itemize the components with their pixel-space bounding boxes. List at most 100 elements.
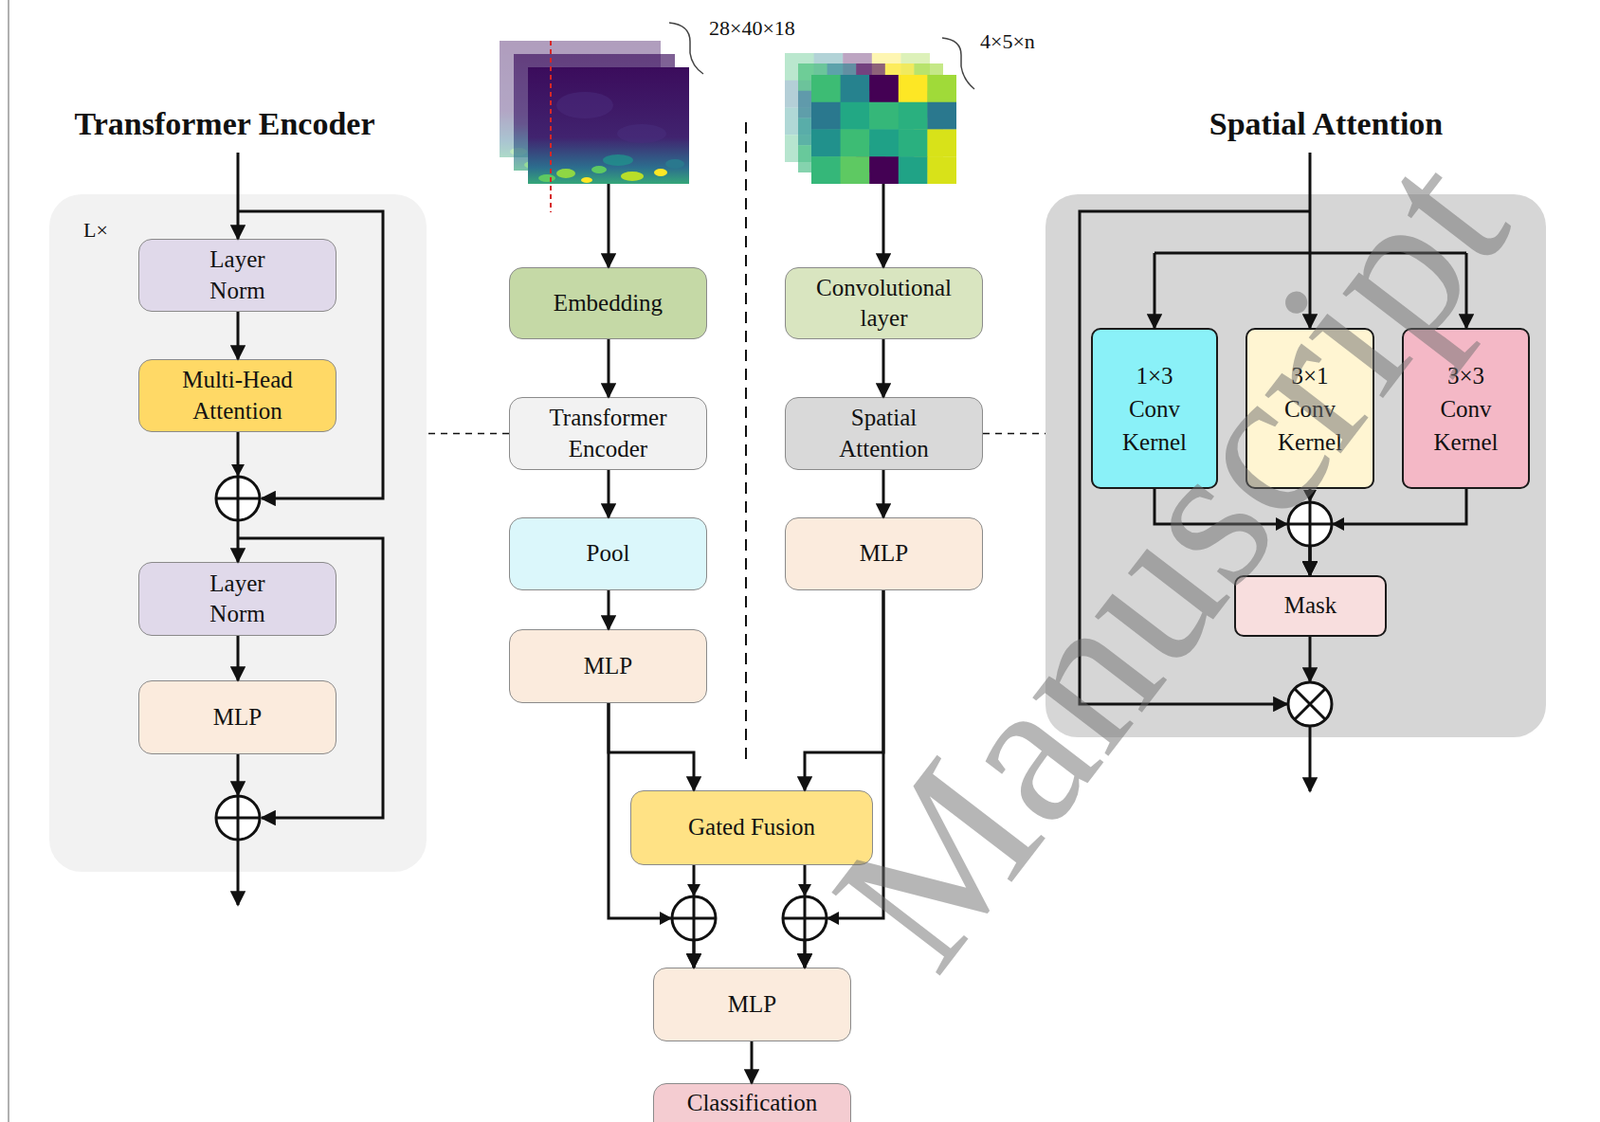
output-arrow [1309,726,1312,792]
norm-box: Layer Norm [138,562,337,637]
output-arrow [236,839,240,906]
encoder-box: Transformer Encoder [509,397,708,471]
box-label: MLP [859,538,909,570]
arrowheads [231,464,1345,926]
arrowhead [1303,490,1317,503]
box-label: 3×1 Conv Kernel [1272,359,1348,459]
dimension-label: 4×5×n [980,29,1036,55]
flow-arrow [1309,489,1467,576]
adder-symbol [782,896,827,941]
flow-arrow [804,590,884,968]
output-box: Classification [653,1083,852,1122]
adder-symbol [782,896,827,941]
operator-symbols [216,476,1332,941]
box-label: MLP [213,702,262,734]
flow-arrow [607,470,611,518]
fusion-box: Gated Fusion [630,790,873,866]
arrowhead [687,884,701,897]
arrowhead [659,911,673,926]
encoder-panel: Transformer EncoderL×Layer NormMulti-Hea… [49,194,427,873]
box-label: Transformer Encoder [527,402,690,465]
adder-symbol [216,796,260,840]
branch-divider [745,122,747,761]
attention-panel: Spatial Attention1×3 Conv Kernel3×1 Conv… [1045,194,1546,738]
adder-symbol [216,796,260,840]
wire [236,754,240,796]
detail-link [982,433,1046,436]
conv-box: Convolutional layer [784,267,983,340]
dimension-bracket [669,22,704,74]
branch-wire [1154,252,1467,255]
attention-box: Multi-Head Attention [138,359,337,433]
connector-group [237,311,1467,1084]
multiply-symbol [1288,682,1332,727]
adder-symbol [1288,502,1332,546]
box-label: Spatial Attention [808,402,961,465]
flow-arrow [750,1041,754,1084]
adder-symbol [672,896,716,941]
flow-arrow [1154,489,1310,576]
spectrogram-image [527,67,690,184]
mlp-box: MLP [509,629,708,704]
dimension-label: 28×40×18 [709,16,796,41]
box-label: Pool [586,538,631,570]
box-label: Layer Norm [181,244,295,307]
box-label: Layer Norm [181,568,295,631]
flow-arrow [882,470,886,518]
mask-box: Mask [1234,575,1387,637]
branch-wire [1153,253,1157,328]
detail-link [426,433,510,436]
adder-symbol [216,476,260,521]
flow-arrow [236,432,240,563]
flow-arrow [803,865,807,968]
skip-wire [1079,211,1310,705]
residual-wire [237,538,383,819]
box-label: MLP [583,651,633,683]
wires [237,152,1467,906]
flow-arrow [607,339,611,398]
box-label: Gated Fusion [688,812,816,844]
panel-heading: Spatial Attention [1089,105,1564,144]
norm-box: Layer Norm [138,238,337,312]
flow-arrow [608,703,694,968]
flow-arrow [1309,489,1312,576]
repeat-label: L× [83,217,109,245]
multiply-symbol [1294,689,1326,720]
feature-grid [811,74,957,184]
dimension-bracket [942,37,975,90]
flow-arrow [607,590,611,630]
input-arrow [236,152,240,239]
adder-symbol [216,476,260,521]
spectrogram-stack [499,40,690,213]
mlp-box: MLP [653,967,852,1042]
arrowhead [231,464,245,477]
input-arrow [882,183,886,268]
embedding-box: Embedding [509,267,708,340]
input-arrow [1309,152,1312,328]
mlp-box: MLP [138,680,337,755]
box-label: MLP [727,989,777,1021]
pool-box: Pool [509,517,708,591]
flow-arrow [692,865,696,968]
branch-wire [1465,253,1469,328]
box-label: Classification [687,1084,818,1118]
kernel-box: 3×1 Conv Kernel [1245,327,1375,490]
mlp-box: MLP [784,517,983,591]
box-label: Convolutional layer [794,272,975,335]
wire [1309,636,1312,682]
adder-symbol [672,896,716,941]
feature-grid-stack [784,53,957,184]
arrowhead [798,884,812,897]
box-label: Embedding [553,288,663,320]
flow-arrow [236,311,240,360]
flow-arrow [804,590,884,791]
arrowhead [1275,517,1289,531]
page-frame [7,0,10,1122]
box-label: Mask [1284,590,1338,622]
flow-arrow [608,703,694,791]
box-label: Multi-Head Attention [162,364,314,427]
flow-arrow [882,339,886,398]
kernel-box: 3×3 Conv Kernel [1401,327,1530,490]
